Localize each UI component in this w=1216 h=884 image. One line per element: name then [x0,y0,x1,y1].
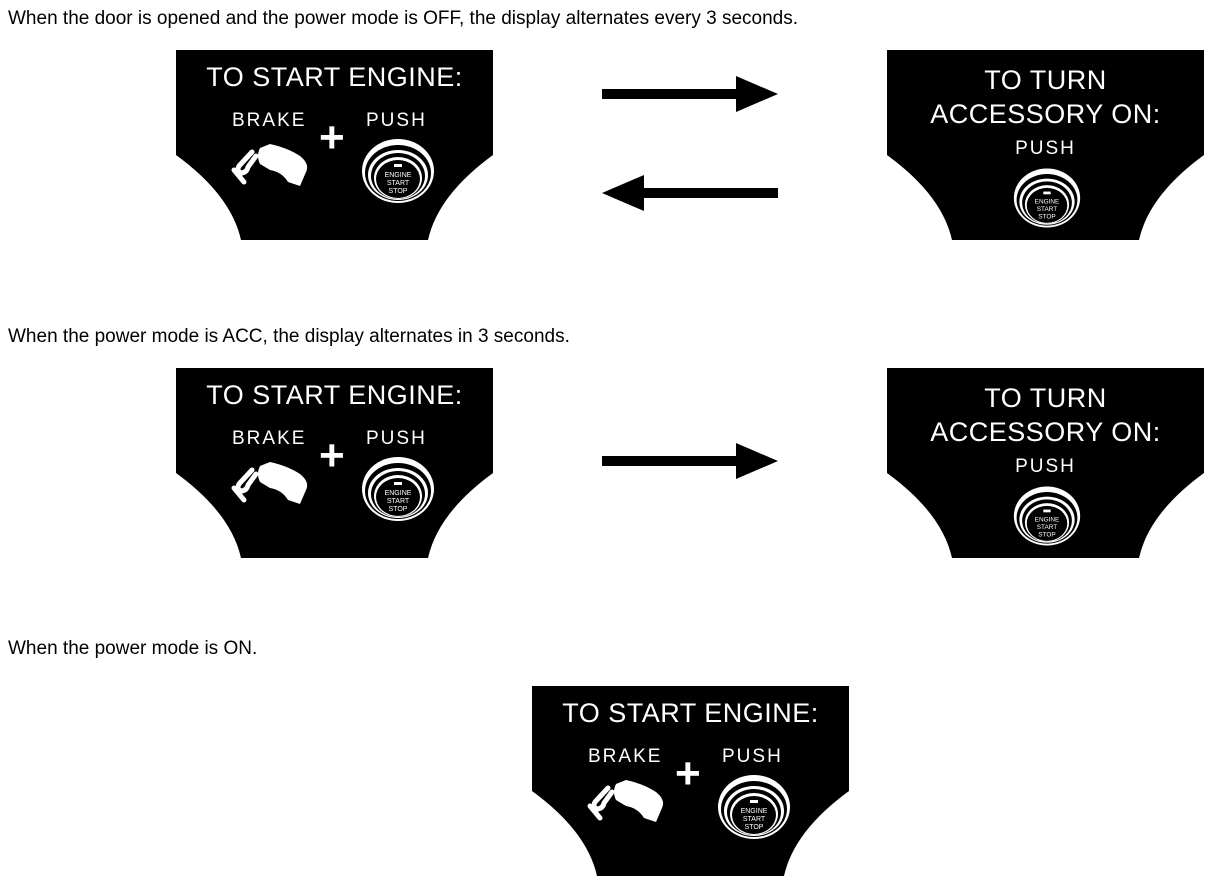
button-text-start: START [387,498,410,505]
caption-off: When the door is opened and the power mo… [8,8,799,29]
panel-title: TO START ENGINE: [562,698,819,728]
brake-label: BRAKE [232,428,307,449]
plus-sign: + [675,749,701,798]
left-arrow-icon [602,175,778,211]
button-text-stop: STOP [389,188,408,195]
button-text-engine: ENGINE [741,808,768,815]
button-text-start: START [387,180,410,187]
button-text-engine: ENGINE [385,490,412,497]
start-engine-panel: TO START ENGINE: BRAKE + PUSH ENGINE STA… [176,50,493,240]
brake-pedal-foot-icon [587,780,664,822]
push-label: PUSH [1015,456,1076,477]
title-line-1: TO TURN [984,383,1107,413]
caption-acc: When the power mode is ACC, the display … [8,326,570,347]
push-label: PUSH [366,110,427,131]
panel-background [887,50,1204,240]
engine-start-stop-button-icon: ENGINE START STOP [1013,168,1081,228]
push-label: PUSH [722,746,783,767]
accessory-on-panel: TO TURN ACCESSORY ON: PUSH ENGINE START … [887,50,1204,240]
engine-start-stop-button-icon: ENGINE START STOP [362,139,434,203]
start-engine-panel: TO START ENGINE: BRAKE + PUSH ENGINE STA… [176,368,493,558]
button-text-start: START [1037,206,1058,213]
panel-background [887,368,1204,558]
brake-pedal-foot-icon [231,144,308,186]
push-label: PUSH [1015,138,1076,159]
panel-title: TO START ENGINE: [206,62,463,92]
engine-start-stop-button-icon: ENGINE START STOP [718,775,790,839]
title-line-1: TO TURN [984,65,1107,95]
right-arrow-icon [602,443,778,479]
right-arrow-icon [602,76,778,112]
panel-title: TO START ENGINE: [206,380,463,410]
accessory-on-panel: TO TURN ACCESSORY ON: PUSH ENGINE START … [887,368,1204,558]
button-text-engine: ENGINE [385,172,412,179]
plus-sign: + [319,431,345,480]
start-engine-panel: TO START ENGINE: BRAKE + PUSH ENGINE STA… [532,686,849,876]
engine-start-stop-button-icon: ENGINE START STOP [362,457,434,521]
plus-sign: + [319,113,345,162]
panel-title: TO TURN ACCESSORY ON: [887,63,1204,131]
title-line-2: ACCESSORY ON: [930,417,1161,447]
button-text-start: START [743,816,766,823]
engine-start-stop-button-icon: ENGINE START STOP [1013,486,1081,546]
title-line-2: ACCESSORY ON: [930,99,1161,129]
button-text-stop: STOP [745,824,764,831]
button-text-start: START [1037,524,1058,531]
panel-title: TO TURN ACCESSORY ON: [887,381,1204,449]
caption-on: When the power mode is ON. [8,638,258,659]
button-text-stop: STOP [389,506,408,513]
button-text-engine: ENGINE [1035,199,1060,206]
button-text-stop: STOP [1038,213,1055,220]
button-text-stop: STOP [1038,531,1055,538]
button-text-engine: ENGINE [1035,517,1060,524]
push-label: PUSH [366,428,427,449]
brake-label: BRAKE [588,746,663,767]
brake-pedal-foot-icon [231,462,308,504]
brake-label: BRAKE [232,110,307,131]
